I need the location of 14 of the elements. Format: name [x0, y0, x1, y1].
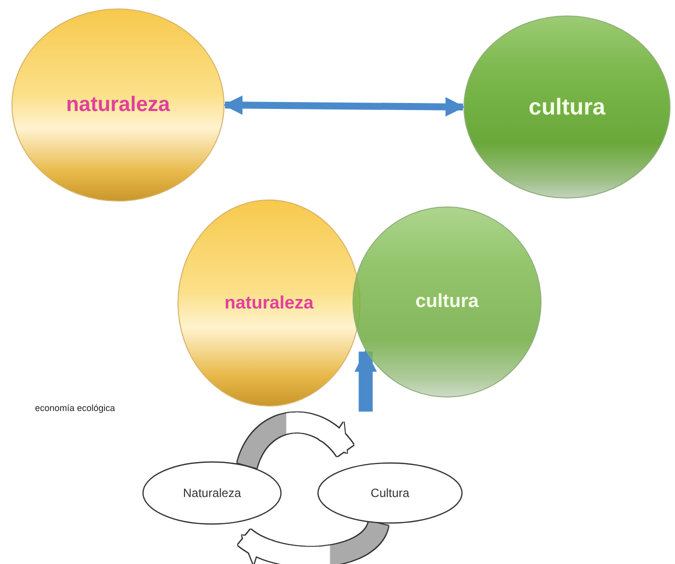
diagram-label: economía ecológica: [35, 403, 116, 413]
node-label: naturaleza: [66, 93, 170, 117]
arrow: [354, 349, 377, 412]
node-label: cultura: [415, 291, 479, 313]
circle-node: [11, 8, 225, 202]
node-label: Naturaleza: [182, 486, 242, 500]
node-label: Cultura: [370, 486, 410, 500]
circle-node: [352, 206, 542, 398]
ellipse-node: [317, 462, 463, 524]
ellipse-node: [142, 461, 282, 525]
circle-node: [463, 15, 671, 199]
node-label: naturaleza: [224, 292, 314, 314]
node-label: cultura: [528, 94, 606, 120]
arrow: [223, 95, 465, 117]
